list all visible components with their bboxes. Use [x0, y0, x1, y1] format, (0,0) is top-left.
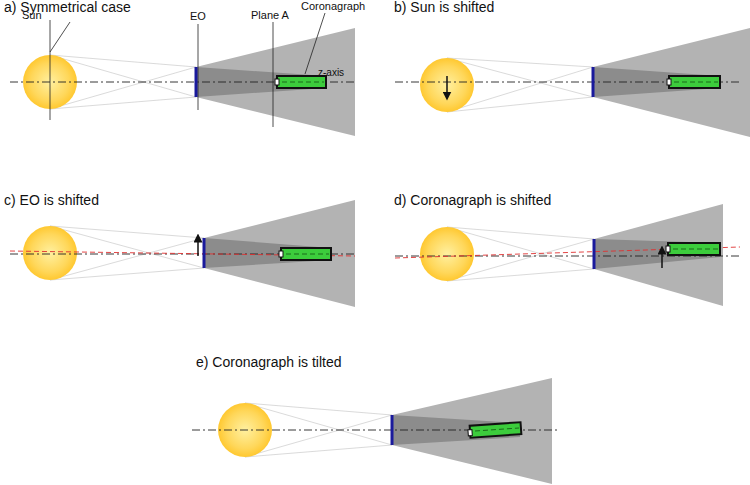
panel-title: d) Coronagraph is shifted [394, 193, 551, 207]
panel-title: b) Sun is shifted [394, 0, 494, 14]
panel-title: c) EO is shifted [4, 193, 99, 207]
axis-label: z-axis [318, 68, 344, 78]
part-label: Plane A [251, 10, 289, 21]
part-label: Coronagraph [301, 1, 365, 12]
part-label: EO [190, 11, 206, 22]
part-label: Sun [22, 10, 42, 21]
panel-title: e) Coronagraph is tilted [196, 355, 342, 369]
